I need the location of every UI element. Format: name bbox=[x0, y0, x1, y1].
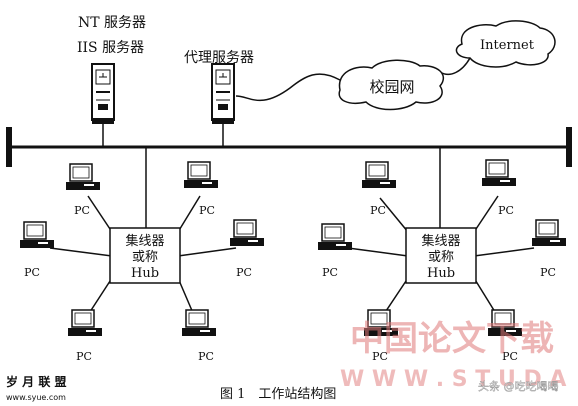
latin-watermark: W W W . S T U D A bbox=[340, 367, 566, 392]
pc-label: PC bbox=[198, 350, 214, 363]
pc-label: PC bbox=[372, 350, 388, 363]
pc-icon bbox=[531, 219, 567, 247]
pc-label: PC bbox=[498, 204, 514, 217]
iis-server-icon bbox=[91, 63, 115, 125]
pc-icon bbox=[229, 219, 265, 247]
pc-icon bbox=[361, 161, 397, 189]
pc-label: PC bbox=[322, 266, 338, 279]
pc-icon bbox=[67, 309, 103, 337]
pc-label: PC bbox=[540, 266, 556, 279]
chinese-watermark: 中国论文下载 bbox=[350, 319, 554, 359]
pc-label: PC bbox=[199, 204, 215, 217]
left-hub-line3: Hub bbox=[131, 266, 159, 281]
pc-label: PC bbox=[74, 204, 90, 217]
right-hub-cluster: 集线器 或称 Hub PC PC PC PC PC PC bbox=[317, 159, 567, 363]
figure-caption: 图 1 工作站结构图 bbox=[220, 387, 336, 402]
corner-watermark: 岁 月 联 盟 bbox=[6, 374, 67, 389]
left-hub-cluster: 集线器 或称 Hub PC PC PC PC PC PC bbox=[19, 161, 265, 363]
proxy-server-label: 代理服务器 bbox=[184, 50, 254, 66]
internet-cloud: Internet bbox=[455, 20, 556, 68]
left-hub-line1: 集线器 bbox=[125, 233, 164, 249]
internet-label: Internet bbox=[480, 38, 535, 53]
pc-label: PC bbox=[76, 350, 92, 363]
iis-server-label: IIS 服务器 bbox=[77, 40, 144, 56]
handle-watermark: 头条 @吃吃喝喝 bbox=[478, 379, 559, 393]
right-hub-line3: Hub bbox=[427, 266, 455, 281]
pc-label: PC bbox=[370, 204, 386, 217]
right-hub-line1: 集线器 bbox=[421, 233, 460, 249]
pc-icon bbox=[65, 163, 101, 191]
pc-icon bbox=[481, 159, 517, 187]
backbone-bus bbox=[6, 124, 572, 228]
corner-watermark-url: www.syue.com bbox=[6, 393, 66, 402]
pc-icon bbox=[317, 223, 353, 251]
left-hub-line2: 或称 bbox=[132, 250, 158, 265]
proxy-server-icon bbox=[211, 63, 235, 125]
pc-label: PC bbox=[24, 266, 40, 279]
pc-icon bbox=[181, 309, 217, 337]
pc-label: PC bbox=[236, 266, 252, 279]
pc-label: PC bbox=[502, 350, 518, 363]
pc-icon bbox=[19, 221, 55, 249]
left-hub-box bbox=[109, 227, 181, 284]
pc-icon bbox=[183, 161, 219, 189]
right-hub-line2: 或称 bbox=[428, 250, 454, 265]
campus-network-cloud: 校园网 bbox=[338, 59, 445, 111]
right-hub-box bbox=[405, 227, 477, 284]
campus-network-label: 校园网 bbox=[369, 78, 414, 96]
nt-server-label: NT 服务器 bbox=[78, 15, 146, 31]
